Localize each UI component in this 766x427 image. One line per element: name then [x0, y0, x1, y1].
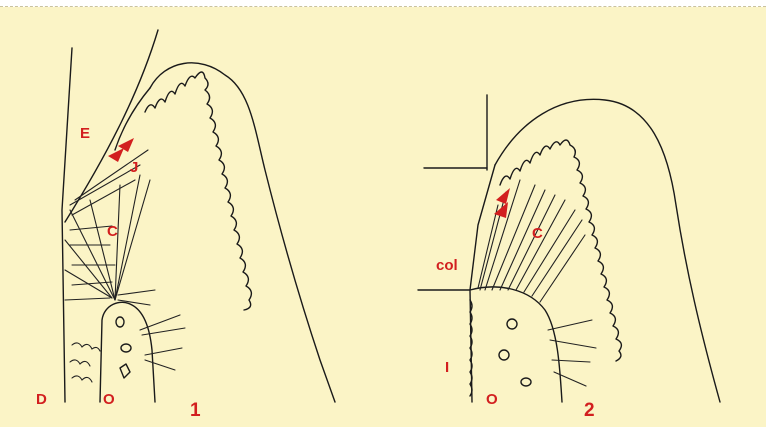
fig2-label-col: col [436, 257, 458, 274]
fig1-bone-hole [121, 344, 131, 352]
fig1-tooth-outline [150, 63, 335, 402]
fig1-fibers [65, 150, 185, 382]
figure-1: E J C D O 1 [36, 30, 335, 421]
fig2-label-C: C [532, 225, 543, 242]
fig2-label-I: I [445, 359, 449, 376]
fig2-bone-hole [507, 319, 517, 329]
fig1-label-J: J [130, 159, 138, 176]
fig1-label-C: C [107, 223, 118, 240]
figure-2: col C I O 2 [418, 95, 720, 421]
fig2-label-O: O [486, 391, 498, 408]
fig1-label-O: O [103, 391, 115, 408]
fig1-bone-hole [120, 364, 130, 378]
fig1-label-E: E [80, 125, 90, 142]
fig1-label-D: D [36, 391, 47, 408]
fig1-outer-edge [62, 48, 72, 402]
fig2-bone [470, 287, 562, 402]
fig1-bone-hole [116, 317, 124, 327]
fig2-tooth-outline [495, 99, 720, 402]
fig2-bone-hole [499, 350, 509, 360]
fig2-number: 2 [584, 400, 595, 421]
fig1-number: 1 [190, 400, 201, 421]
fig2-arrows [494, 188, 510, 218]
fig2-bone-hole [521, 378, 531, 386]
fig2-fibers [478, 180, 596, 386]
fig1-wavy-border [145, 72, 251, 310]
